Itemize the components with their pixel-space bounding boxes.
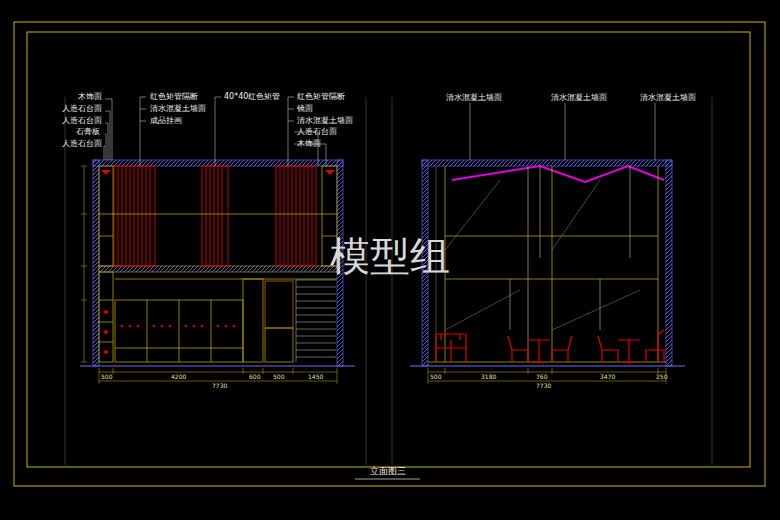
material-callout: 人造石台面 (62, 117, 102, 125)
material-callout: 石膏板 (76, 128, 100, 136)
material-callout: 40*40红色矩管 (224, 93, 280, 101)
dimension-text: 500 (430, 374, 441, 380)
material-callout: 清水混凝土墙面 (297, 117, 353, 125)
dimension-text: 500 (101, 374, 112, 380)
material-callout: 人造石台面 (62, 105, 102, 113)
dimension-text: 3180 (481, 374, 496, 380)
material-callout: 木饰面 (78, 93, 102, 101)
material-callout: 成品挂画 (150, 117, 182, 125)
material-callout: 红色矩管隔断 (150, 93, 198, 101)
material-callout: 红色矩管隔断 (297, 93, 345, 101)
dimension-text: 7730 (536, 383, 551, 389)
material-callout: 人造石台面 (297, 128, 337, 136)
dimension-text: 600 (249, 374, 260, 380)
dimension-text: 3470 (600, 374, 615, 380)
material-callout: 清水混凝土墙面 (551, 94, 607, 102)
dimension-text: 7730 (212, 383, 227, 389)
material-callout: 镜面 (297, 105, 313, 113)
material-callout: 人造石台面 (62, 140, 102, 148)
dimension-text: 250 (656, 374, 667, 380)
material-callout: 清水混凝土墙面 (150, 105, 206, 113)
dimension-text: 500 (273, 374, 284, 380)
material-callout: 清水混凝土墙面 (640, 94, 696, 102)
drawing-caption: 立面图三 (370, 467, 406, 476)
dimension-text: 4200 (171, 374, 186, 380)
watermark: 模型组 (330, 236, 450, 276)
material-callout: 清水混凝土墙面 (446, 94, 502, 102)
material-callout: 木饰面 (297, 140, 321, 148)
dimension-text: 1450 (308, 374, 323, 380)
dimension-text: 760 (536, 374, 547, 380)
